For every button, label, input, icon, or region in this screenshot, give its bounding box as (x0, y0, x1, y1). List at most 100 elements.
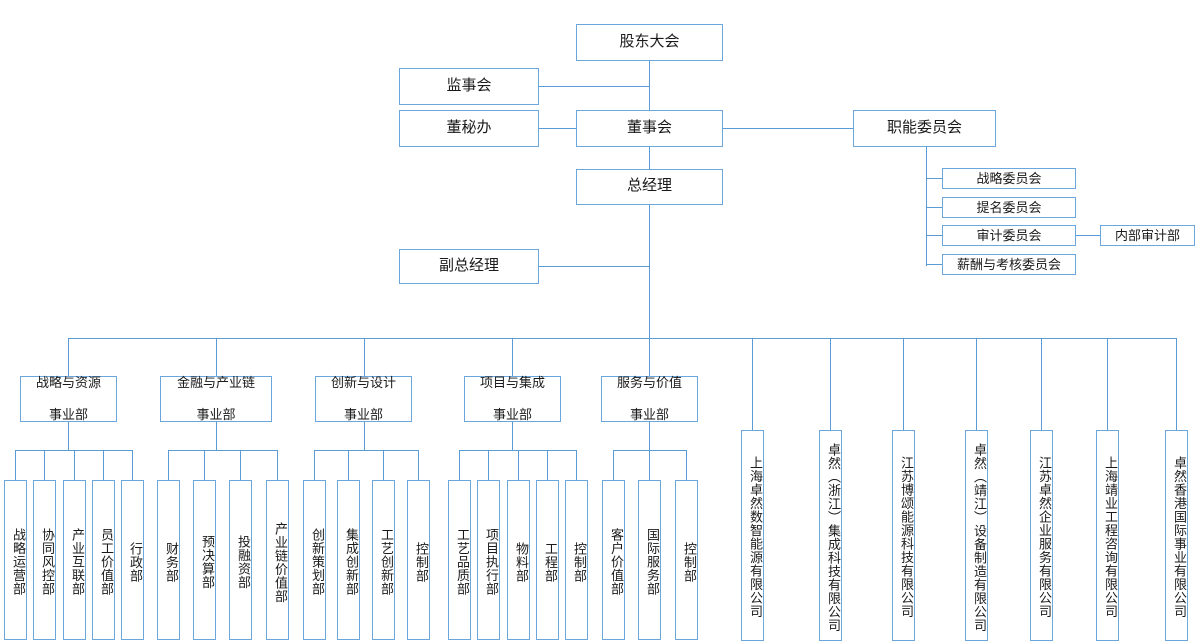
node-subsidiary-shanghai-zhuoran-digital-energy[interactable]: 上海卓然数智能源有限公司 (741, 430, 764, 641)
node-subsidiary-zhuoran-hongkong-international[interactable]: 卓然香港国际事业有限公司 (1165, 430, 1188, 641)
node-department-investment-financing[interactable]: 投融资部 (229, 480, 252, 640)
connector-div3-drop-4 (418, 450, 419, 480)
connector-bus-drop-sub-6 (1107, 338, 1108, 430)
node-department-employee-value[interactable]: 员工价值部 (92, 480, 115, 640)
node-department-integrated-innovation[interactable]: 集成创新部 (337, 480, 360, 640)
connector-bus-drop-sub-3 (903, 338, 904, 430)
connector-secretary-to-board (538, 128, 577, 129)
node-subsidiary-jiangsu-zhuoran-enterprise-service[interactable]: 江苏卓然企业服务有限公司 (1030, 430, 1053, 641)
node-shareholders-meeting[interactable]: 股东大会 (576, 24, 723, 61)
node-label: 董事会 (626, 119, 672, 136)
node-department-customer-value[interactable]: 客户价值部 (602, 480, 625, 640)
node-division-finance-industry-chain[interactable]: 金融与产业链事业部 (160, 374, 272, 423)
node-department-engineering[interactable]: 工程部 (536, 480, 559, 640)
node-committee-audit[interactable]: 审计委员会 (942, 225, 1076, 246)
node-supervisory-board[interactable]: 监事会 (399, 68, 539, 105)
node-department-process-innovation[interactable]: 工艺创新部 (372, 480, 395, 640)
node-label: 员工价值部 (99, 528, 114, 596)
node-subsidiary-zhuoran-zhejiang-integration-tech[interactable]: 卓然（浙江）集成科技有限公司 (819, 430, 842, 641)
node-department-industry-internet[interactable]: 产业互联部 (63, 480, 86, 640)
node-label: 创新策划部 (310, 528, 325, 596)
node-department-control-design[interactable]: 控制部 (407, 480, 430, 640)
connector-div2-drop-4 (277, 450, 278, 480)
connector-audit-to-internal-audit (1075, 235, 1100, 236)
node-label: 薪酬与考核委员会 (956, 256, 1061, 272)
node-department-control-service[interactable]: 控制部 (675, 480, 698, 640)
connector-supervisory-to-trunk (538, 86, 650, 87)
node-department-finance[interactable]: 财务部 (157, 480, 180, 640)
node-committee-strategy[interactable]: 战略委员会 (942, 168, 1076, 189)
connector-bus-drop-div-2 (216, 338, 217, 376)
node-subsidiary-jiangsu-bosong-energy-tech[interactable]: 江苏博颂能源科技有限公司 (892, 430, 915, 641)
connector-div2-bus (168, 450, 277, 451)
connector-bus-drop-sub-5 (1041, 338, 1042, 430)
node-label: 投融资部 (236, 535, 251, 589)
connector-board-to-committee (723, 128, 853, 129)
node-subsidiary-zhuoran-jingjiang-equipment[interactable]: 卓然（靖江）设备制造有限公司 (965, 430, 988, 641)
node-label: 金融与产业链事业部 (176, 374, 255, 423)
node-deputy-general-manager[interactable]: 副总经理 (399, 249, 539, 284)
node-department-industry-chain-value[interactable]: 产业链价值部 (266, 480, 289, 640)
connector-committee-4 (926, 264, 942, 265)
node-committee-nomination[interactable]: 提名委员会 (942, 197, 1076, 218)
node-general-manager[interactable]: 总经理 (576, 169, 723, 205)
node-department-innovation-planning[interactable]: 创新策划部 (303, 480, 326, 640)
connector-div3-stem (364, 422, 365, 450)
connector-bus-drop-div-3 (364, 338, 365, 376)
node-department-process-quality[interactable]: 工艺品质部 (448, 480, 471, 640)
node-department-collaborative-risk-control[interactable]: 协同风控部 (33, 480, 56, 640)
node-label: 工艺创新部 (379, 528, 394, 596)
node-label: 产业链价值部 (273, 521, 288, 603)
connector-div2-drop-1 (168, 450, 169, 480)
node-department-materials[interactable]: 物料部 (507, 480, 530, 640)
node-division-innovation-design[interactable]: 创新与设计事业部 (315, 375, 412, 422)
node-division-strategy-resource[interactable]: 战略与资源事业部 (20, 375, 117, 422)
connector-div2-drop-2 (204, 450, 205, 480)
node-department-strategy-operations[interactable]: 战略运营部 (4, 480, 27, 640)
node-label: 工艺品质部 (455, 528, 470, 596)
connector-div3-drop-1 (314, 450, 315, 480)
node-division-project-integration[interactable]: 项目与集成事业部 (464, 375, 561, 422)
node-board-of-directors[interactable]: 董事会 (576, 110, 723, 147)
connector-div4-drop-5 (576, 450, 577, 480)
connector-bus-drop-div-1 (68, 338, 69, 376)
node-label: 职能委员会 (886, 119, 962, 136)
node-label: 股东大会 (619, 33, 680, 50)
node-label: 项目执行部 (484, 528, 499, 596)
node-department-project-execution[interactable]: 项目执行部 (477, 480, 500, 640)
node-label: 行政部 (128, 541, 143, 583)
connector-bus-drop-sub-1 (752, 338, 753, 430)
connector-div4-drop-3 (518, 450, 519, 480)
node-board-secretary-office[interactable]: 董秘办 (399, 110, 539, 147)
node-committee-compensation[interactable]: 薪酬与考核委员会 (942, 254, 1076, 275)
node-subsidiary-shanghai-jingye-engineering-consulting[interactable]: 上海靖业工程咨询有限公司 (1096, 430, 1119, 641)
connector-committee-3 (926, 235, 942, 236)
node-label: 卓然香港国际事业有限公司 (1172, 456, 1187, 618)
node-department-control-project[interactable]: 控制部 (565, 480, 588, 640)
node-label: 上海卓然数智能源有限公司 (748, 456, 763, 618)
node-label: 江苏卓然企业服务有限公司 (1037, 456, 1052, 618)
connector-main-bus (68, 338, 1176, 339)
node-functional-committee[interactable]: 职能委员会 (853, 110, 996, 147)
connector-div5-drop-1 (613, 450, 614, 480)
connector-bus-drop-sub-7 (1176, 338, 1177, 430)
node-label: 副总经理 (438, 257, 499, 274)
connector-div1-drop-5 (132, 450, 133, 480)
node-department-budget-settlement[interactable]: 预决算部 (193, 480, 216, 640)
node-department-international-service[interactable]: 国际服务部 (638, 480, 661, 640)
node-label: 控制部 (414, 541, 429, 583)
node-internal-audit-department[interactable]: 内部审计部 (1100, 225, 1195, 246)
connector-gm-trunk (649, 204, 650, 338)
node-division-service-value[interactable]: 服务与价值事业部 (601, 374, 698, 423)
node-department-administration[interactable]: 行政部 (121, 480, 144, 640)
connector-div3-drop-2 (348, 450, 349, 480)
connector-div1-drop-4 (103, 450, 104, 480)
connector-div1-drop-3 (74, 450, 75, 480)
connector-div1-drop-1 (15, 450, 16, 480)
connector-div4-drop-1 (459, 450, 460, 480)
node-label: 江苏博颂能源科技有限公司 (899, 456, 914, 618)
node-label: 客户价值部 (609, 528, 624, 596)
node-label: 服务与价值事业部 (616, 374, 682, 423)
connector-div1-drop-2 (44, 450, 45, 480)
connector-div2-drop-3 (240, 450, 241, 480)
